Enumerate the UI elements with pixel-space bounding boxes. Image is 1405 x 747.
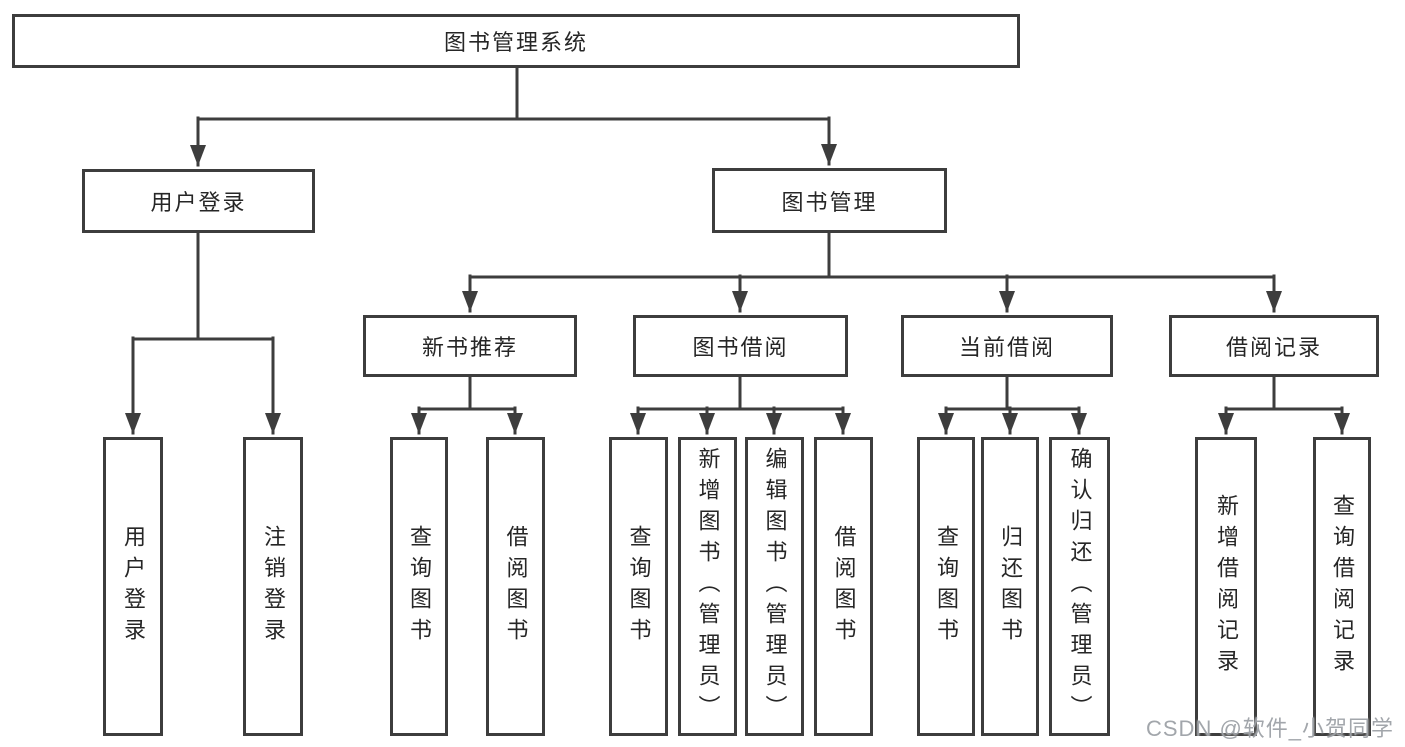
node-book-management: 图书管理	[712, 168, 947, 233]
node-library-management-system: 图书管理系统	[12, 14, 1020, 68]
leaf-return-books: 归还图书	[981, 437, 1039, 736]
leaf-edit-book-admin: 编辑图书（管理员）	[745, 437, 804, 736]
leaf-query-borrow-record: 查询借阅记录	[1313, 437, 1371, 736]
leaf-borrow-books-recommend: 借阅图书	[486, 437, 545, 736]
leaf-query-books-current: 查询图书	[917, 437, 975, 736]
leaf-borrow-books: 借阅图书	[814, 437, 873, 736]
watermark-text: CSDN @软件_小贺同学	[1146, 716, 1395, 741]
leaf-user-login: 用户登录	[103, 437, 163, 736]
leaf-add-borrow-record: 新增借阅记录	[1195, 437, 1257, 736]
leaf-query-books-borrow: 查询图书	[609, 437, 668, 736]
node-borrowing-records: 借阅记录	[1169, 315, 1379, 377]
leaf-query-books-recommend: 查询图书	[390, 437, 448, 736]
leaf-confirm-return-admin: 确认归还（管理员）	[1049, 437, 1110, 736]
node-user-login: 用户登录	[82, 169, 315, 233]
node-current-borrowing: 当前借阅	[901, 315, 1113, 377]
leaf-logout: 注销登录	[243, 437, 303, 736]
leaf-add-book-admin: 新增图书（管理员）	[678, 437, 737, 736]
node-new-book-recommendation: 新书推荐	[363, 315, 577, 377]
node-book-borrowing: 图书借阅	[633, 315, 848, 377]
